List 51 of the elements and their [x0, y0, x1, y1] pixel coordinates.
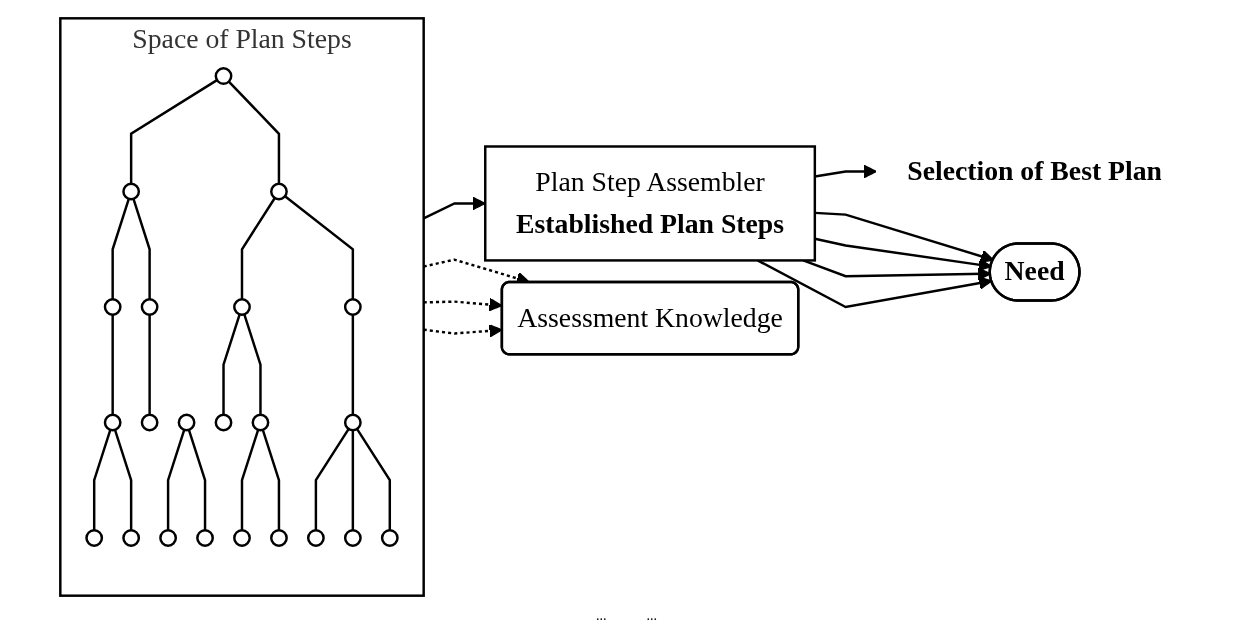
arrow — [814, 164, 877, 179]
node-circle — [306, 529, 325, 547]
connector — [240, 429, 260, 531]
node-circle — [343, 413, 362, 432]
connector — [132, 198, 151, 300]
ellipsis-text: ... — [596, 608, 607, 625]
node-circle — [343, 529, 362, 547]
connector — [111, 198, 130, 300]
connector — [284, 195, 355, 300]
node-circle — [343, 298, 362, 316]
connector — [227, 80, 281, 184]
connector — [355, 428, 391, 531]
arrow — [757, 259, 993, 309]
connector — [92, 429, 112, 531]
node-circle — [269, 529, 288, 547]
node-circle — [103, 298, 122, 316]
node-circle — [233, 298, 251, 316]
node-circle — [380, 529, 399, 547]
connector — [113, 429, 133, 531]
node-circle — [233, 529, 251, 547]
connector — [240, 197, 276, 300]
connector — [166, 429, 186, 531]
node-circle — [177, 413, 196, 432]
arrow — [423, 196, 486, 220]
node-circle — [122, 529, 140, 547]
cluster: Space of Plan Steps — [59, 17, 425, 597]
node-box: Plan Step Assembler Established Plan Steps — [483, 145, 816, 262]
connector — [222, 313, 241, 415]
node-circle — [140, 413, 159, 432]
connector — [261, 429, 281, 531]
arrow — [814, 237, 992, 272]
connector — [351, 430, 355, 531]
connector — [129, 79, 218, 184]
connector — [187, 429, 207, 531]
connector — [111, 314, 114, 415]
node-circle — [85, 529, 104, 547]
node-circle — [269, 182, 288, 201]
node-circle — [122, 182, 140, 201]
node-circle — [140, 298, 159, 316]
connector — [148, 314, 151, 415]
node-circle — [159, 529, 177, 547]
node-circle — [103, 413, 122, 432]
connector — [243, 313, 262, 415]
node-circle — [196, 529, 214, 547]
connector — [314, 428, 350, 531]
node-circle — [251, 413, 270, 432]
node-text: Selection of Best Plan — [907, 155, 1162, 187]
node-circle — [214, 413, 233, 432]
connector — [351, 314, 355, 415]
ellipsis-text: ... — [646, 608, 657, 625]
node-circle — [214, 67, 233, 85]
